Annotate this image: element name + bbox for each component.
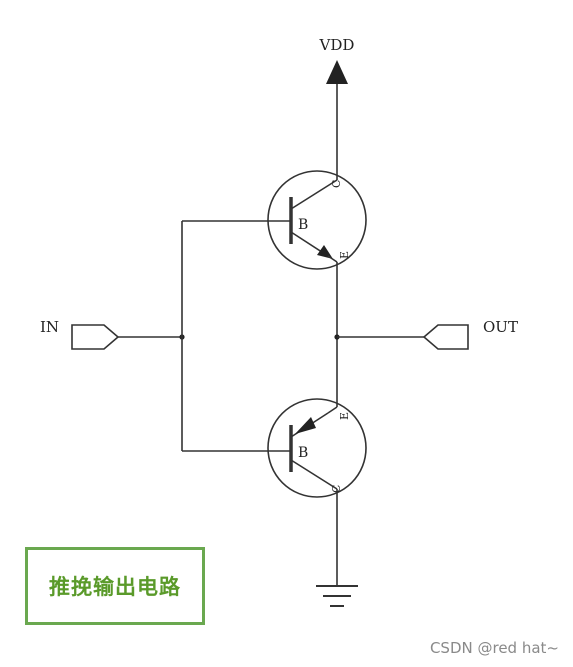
pnp-emitter-arrow-icon	[295, 417, 316, 434]
pnp-base-label: B	[298, 445, 308, 461]
output-port-icon	[422, 324, 469, 350]
pnp-collector-label: C	[330, 485, 343, 493]
watermark: CSDN @red hat~	[429, 639, 559, 657]
vdd-label: VDD	[319, 36, 355, 54]
npn-emitter-label: E	[338, 251, 351, 259]
vdd-arrow-icon	[326, 60, 348, 84]
input-label: IN	[40, 318, 59, 336]
ground-icon	[316, 585, 358, 607]
caption-box: 推挽输出电路	[25, 547, 205, 625]
pnp-transistor	[267, 398, 367, 498]
npn-collector-label: C	[330, 180, 343, 188]
npn-transistor	[267, 170, 367, 270]
npn-base-label: B	[298, 217, 308, 233]
input-port-icon	[71, 324, 120, 350]
caption-title: 推挽输出电路	[49, 575, 181, 599]
npn-emitter-arrow-icon	[317, 245, 333, 259]
output-label: OUT	[483, 318, 518, 336]
pnp-emitter-label: E	[338, 412, 351, 420]
